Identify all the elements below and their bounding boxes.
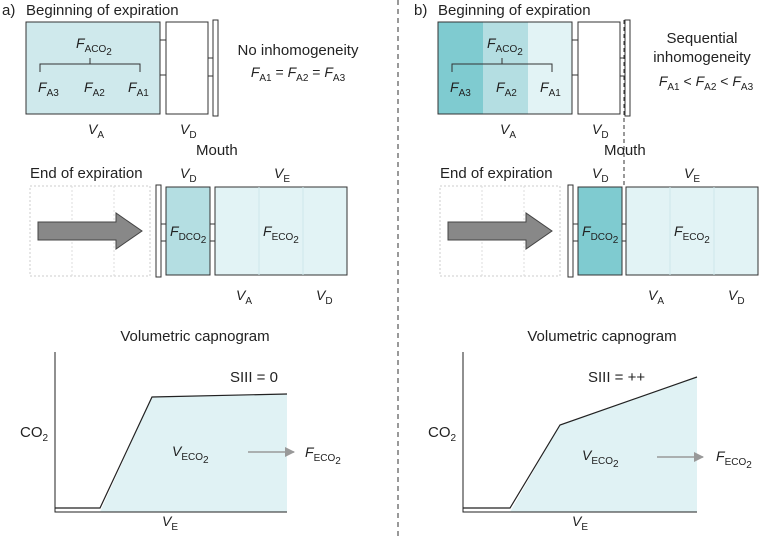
panel-label: b) [414,2,427,19]
veco2-area [510,377,697,512]
capnogram-axes [54,352,287,513]
feco2-arrow-label: FECO2 [305,444,341,467]
exhaled-gas-bag [214,186,348,276]
fa1-label: FA1 [540,79,561,99]
airway-connector [160,39,213,77]
begin-title: Beginning of expiration [26,2,179,19]
fa2-label: FA2 [496,79,517,99]
alveolar-compartment [437,21,573,115]
equation: FA1 < FA2 < FA3 [659,73,754,93]
mouthpiece-end [567,184,574,278]
va-end-label: VA [648,287,664,307]
airway-connector [572,39,625,77]
vd-label: VD [592,121,609,141]
alveolar-zone-2 [483,22,528,114]
alveolar-compartment [25,21,161,115]
panel-label: a) [2,2,15,19]
emptied-lung-outline [439,185,561,277]
siii-label: SIII = ++ [588,369,645,386]
mouthpiece-end [155,184,162,278]
end-connector [161,223,215,242]
mouth-label: Mouth [604,142,646,159]
vd-label: VD [180,121,197,141]
dead-space-compartment [165,21,209,115]
alveolar-zone-1 [528,22,572,114]
end-connector [573,223,626,242]
feco2-label: FECO2 [263,223,299,246]
exhaled-gas-bag [625,186,759,276]
fa1-label: FA1 [128,79,149,99]
mouthpiece [212,19,219,117]
faco2-label: FACO2 [487,35,523,58]
co2-axis-label: CO2 [20,424,49,444]
vd-bag-label: VD [728,287,745,307]
panel-b: b) Beginning of expiration FACO2 FA3 FA2… [414,2,759,533]
siii-label: SIII = 0 [230,369,278,386]
veco2-area [100,394,287,512]
vd-end-label: VD [180,165,197,185]
fdco2-label: FDCO2 [170,223,207,246]
mouthpiece [624,19,631,117]
capnogram-title: Volumetric capnogram [120,328,269,345]
alveolar-zone-3 [438,22,483,114]
ve-end-label: VE [684,165,700,185]
fa3-label: FA3 [38,79,59,99]
va-label: VA [88,121,104,141]
capnogram-axes [462,352,697,513]
dead-space-compartment [577,21,621,115]
va-end-label: VA [236,287,252,307]
fa2-label: FA2 [84,79,105,99]
ve-axis-label: VE [162,513,178,533]
description-line1: Sequential [667,30,738,47]
fa3-label: FA3 [450,79,471,99]
capnogram-curve [463,376,698,509]
end-title: End of expiration [30,165,143,182]
dead-space-gas [165,186,211,276]
concentration-bracket [39,58,141,72]
end-title: End of expiration [440,165,553,182]
veco2-label: VECO2 [172,443,209,466]
expiration-arrow [37,212,143,250]
co2-axis-label: CO2 [428,424,457,444]
capnogram-title: Volumetric capnogram [527,328,676,345]
ve-end-label: VE [274,165,290,185]
feco2-arrow-label: FECO2 [716,448,752,471]
concentration-bracket [451,58,553,72]
expiration-arrow [447,212,553,250]
capnogram-curve [55,393,288,509]
equation: FA1 = FA2 = FA3 [251,64,346,84]
va-label: VA [500,121,516,141]
description-line2: inhomogeneity [653,49,751,66]
emptied-lung-outline [29,185,151,277]
dead-space-gas [577,186,623,276]
vd-end-label: VD [592,165,609,185]
vd-bag-label: VD [316,287,333,307]
mouth-label: Mouth [196,142,238,159]
panel-a: a) Beginning of expiration FACO2 FA3 FA2… [2,2,359,533]
description-line1: No inhomogeneity [238,42,359,59]
ve-axis-label: VE [572,513,588,533]
veco2-label: VECO2 [582,447,619,470]
begin-title: Beginning of expiration [438,2,591,19]
feco2-label: FECO2 [674,223,710,246]
faco2-label: FACO2 [76,35,112,58]
fdco2-label: FDCO2 [582,223,619,246]
